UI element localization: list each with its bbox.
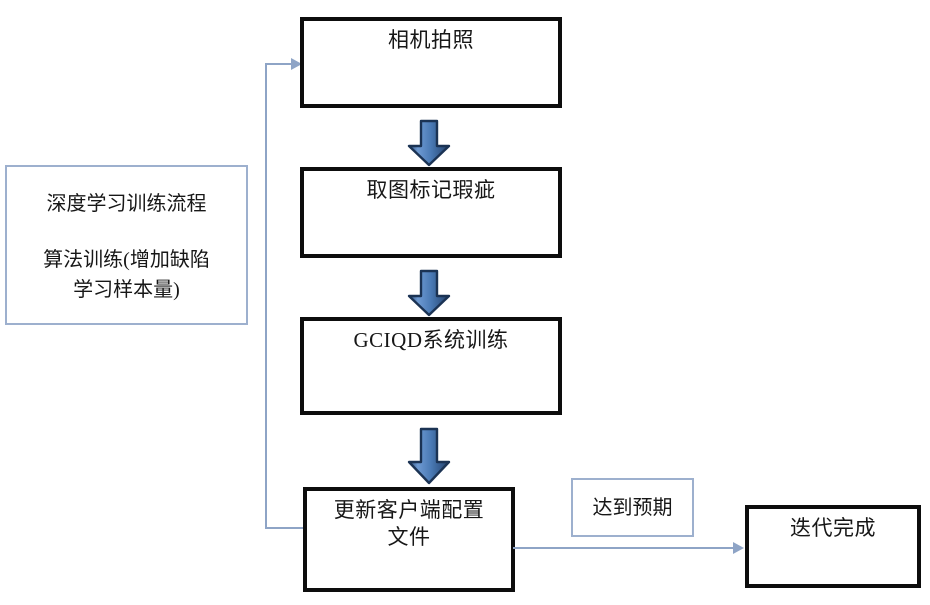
note-meets-expectation-label: 达到预期 [592, 496, 673, 519]
feedback-arrowhead [291, 58, 302, 70]
node-update-client-config-file-label: 更新客户端配置 文件 [307, 491, 511, 551]
arrow-camera-to-mark [406, 119, 452, 167]
node-iteration-complete-label: 迭代完成 [790, 516, 876, 540]
feedback-segment-top [265, 63, 293, 65]
feedback-segment-bottom [265, 527, 303, 529]
connector-update-to-done [513, 547, 735, 549]
arrow-mark-to-train [406, 269, 452, 317]
node-capture-and-mark-defects-label: 取图标记瑕疵 [366, 178, 496, 202]
node-update-line1: 更新客户端配置 [333, 498, 485, 522]
node-iteration-complete: 迭代完成 [745, 505, 921, 588]
node-camera-capture-label: 相机拍照 [388, 28, 474, 52]
node-gciqd-system-training: GCIQD系统训练 [300, 317, 562, 415]
arrow-train-to-update [406, 427, 452, 485]
note-training-body-line1: 算法训练(增加缺陷 [43, 249, 210, 271]
node-camera-capture: 相机拍照 [300, 17, 562, 108]
connector-update-to-done-arrowhead [733, 542, 744, 554]
node-gciqd-system-training-label: GCIQD系统训练 [353, 328, 509, 352]
note-training-title: 深度学习训练流程 [46, 193, 207, 215]
note-deep-learning-training: 深度学习训练流程 算法训练(增加缺陷 学习样本量) [5, 165, 248, 325]
node-capture-and-mark-defects: 取图标记瑕疵 [300, 167, 562, 258]
note-training-body-line2: 学习样本量) [73, 279, 180, 301]
note-meets-expectation: 达到预期 [571, 478, 694, 537]
feedback-segment-vertical [265, 64, 267, 528]
node-update-client-config-file: 更新客户端配置 文件 [303, 487, 515, 592]
node-update-line2: 文件 [387, 524, 431, 549]
